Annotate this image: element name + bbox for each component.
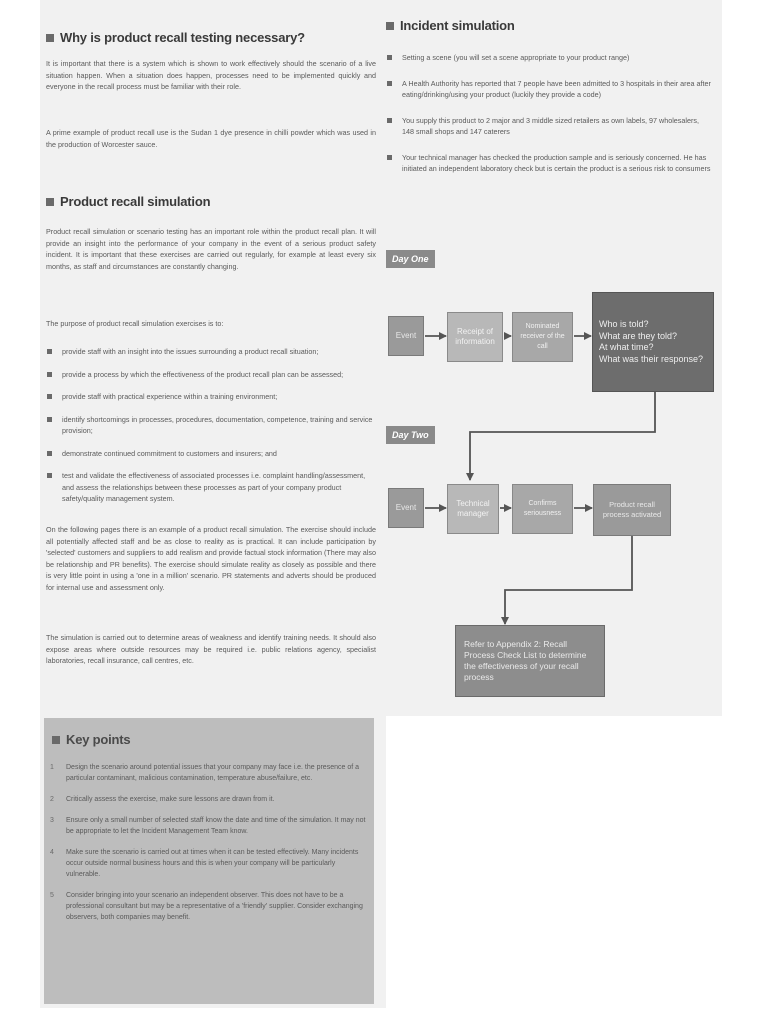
why-paragraph-2: A prime example of product recall use is… <box>46 128 376 149</box>
incident-heading: Incident simulation <box>386 18 515 33</box>
incident-list: Setting a scene (you will set a scene ap… <box>386 52 712 189</box>
bullet-icon <box>47 473 52 478</box>
bullet-icon <box>47 394 52 399</box>
simulation-heading: Product recall simulation <box>46 194 211 209</box>
who-is-told-box: Who is told? What are they told? At what… <box>592 292 714 392</box>
purpose-item: provide staff with practical experience … <box>46 391 376 403</box>
bullet-icon <box>47 450 52 456</box>
simulation-intro: Product recall simulation or scenario te… <box>46 227 376 271</box>
technical-manager-box: Technical manager <box>447 484 499 534</box>
day-two-label: Day Two <box>386 426 435 444</box>
bullet-icon <box>47 349 52 354</box>
bullet-icon <box>387 117 392 123</box>
weakness-paragraph: The simulation is carried out to determi… <box>46 633 376 665</box>
bullet-icon <box>387 55 392 60</box>
receipt-of-information-box: Receipt of information <box>447 312 503 362</box>
purpose-item: demonstrate continued commitment to cust… <box>46 448 376 460</box>
question-line: Who is told? <box>599 319 649 329</box>
incident-item: A Health Authority has reported that 7 p… <box>386 78 712 101</box>
purpose-item: identify shortcomings in processes, proc… <box>46 414 376 437</box>
question-line: At what time? <box>599 342 654 352</box>
purpose-list: provide staff with an insight into the i… <box>46 346 376 516</box>
nominated-receiver-box: Nominated receiver of the call <box>512 312 573 362</box>
purpose-item: provide a process by which the effective… <box>46 369 376 381</box>
purpose-line: The purpose of product recall simulation… <box>46 319 224 328</box>
why-heading: Why is product recall testing necessary? <box>46 30 305 45</box>
why-paragraph-1: It is important that there is a system w… <box>46 59 376 91</box>
purpose-item: test and validate the effectiveness of a… <box>46 470 376 505</box>
refer-to-appendix-box: Refer to Appendix 2: Recall Process Chec… <box>455 625 605 697</box>
bullet-icon <box>47 371 52 377</box>
bullet-icon <box>47 416 52 422</box>
question-line: What are they told? <box>599 330 678 341</box>
incident-item: You supply this product to 2 major and 3… <box>386 115 712 138</box>
recall-activated-box: Product recall process activated <box>593 484 671 536</box>
incident-item: Setting a scene (you will set a scene ap… <box>386 52 712 64</box>
example-paragraph: On the following pages there is an examp… <box>46 525 376 592</box>
day-one-event-box: Event <box>388 316 424 356</box>
question-line: What was their response? <box>599 353 704 364</box>
heading-bullet-icon <box>52 735 60 744</box>
purpose-item: provide staff with an insight into the i… <box>46 346 376 358</box>
heading-bullet-icon <box>46 197 54 206</box>
bullet-icon <box>387 80 392 86</box>
confirms-seriousness-box: Confirms seriousness <box>512 484 573 534</box>
heading-bullet-icon <box>386 21 394 30</box>
key-points-heading: Key points <box>52 732 131 747</box>
incident-item: Your technical manager has checked the p… <box>386 152 712 175</box>
day-two-event-box: Event <box>388 488 424 528</box>
day-one-label: Day One <box>386 250 435 268</box>
bullet-icon <box>387 154 392 160</box>
heading-bullet-icon <box>46 33 54 42</box>
